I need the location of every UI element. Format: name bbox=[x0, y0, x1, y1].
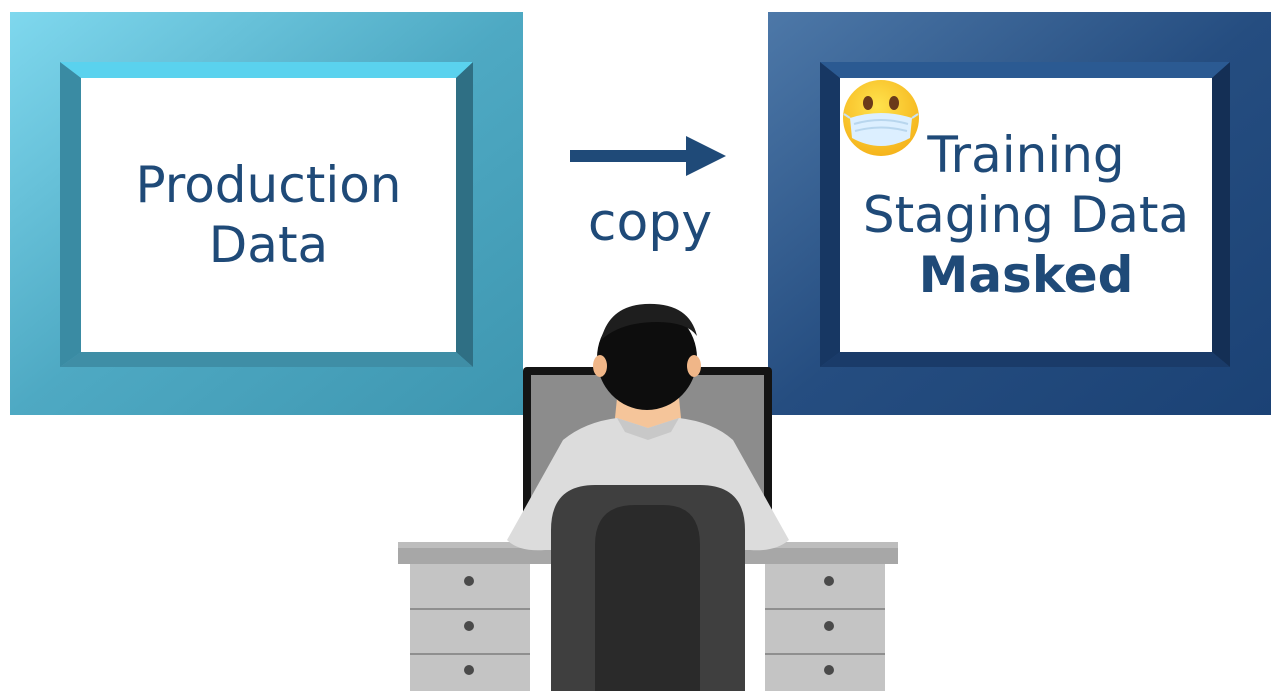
target-label-line-2: Staging Data bbox=[862, 186, 1190, 244]
source-label-line-1: Production bbox=[135, 156, 402, 214]
person-at-desk-illustration bbox=[398, 303, 898, 691]
source-frame: Production Data bbox=[10, 12, 523, 415]
copy-arrow-icon bbox=[570, 136, 726, 176]
source-box: Production Data bbox=[81, 78, 456, 352]
face-with-medical-mask-icon bbox=[843, 80, 919, 156]
source-label-line-2: Data bbox=[208, 216, 329, 274]
target-label-emphasis: Masked bbox=[918, 246, 1134, 304]
target-box: Training Staging Data Masked bbox=[840, 78, 1212, 352]
copy-label: copy bbox=[587, 193, 713, 253]
chair-icon bbox=[551, 485, 745, 691]
target-frame: Training Staging Data Masked bbox=[768, 12, 1271, 415]
target-label-line-1: Training bbox=[927, 126, 1125, 184]
